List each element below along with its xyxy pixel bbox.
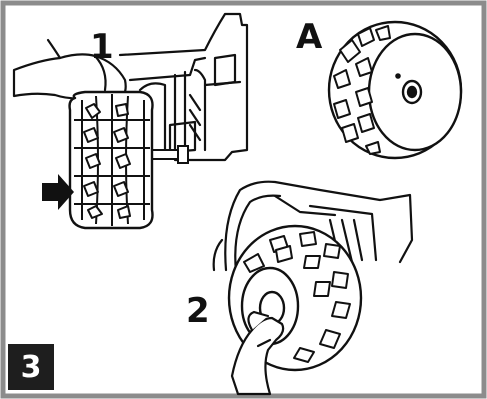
panel-2-label: 2: [186, 294, 210, 328]
panel-a-wheel: [329, 22, 461, 158]
panel-1-wheel: [70, 92, 153, 228]
panel-a-label: A: [296, 20, 322, 54]
panel-1-label: 1: [90, 30, 114, 64]
step-number-badge: 3: [8, 344, 54, 390]
